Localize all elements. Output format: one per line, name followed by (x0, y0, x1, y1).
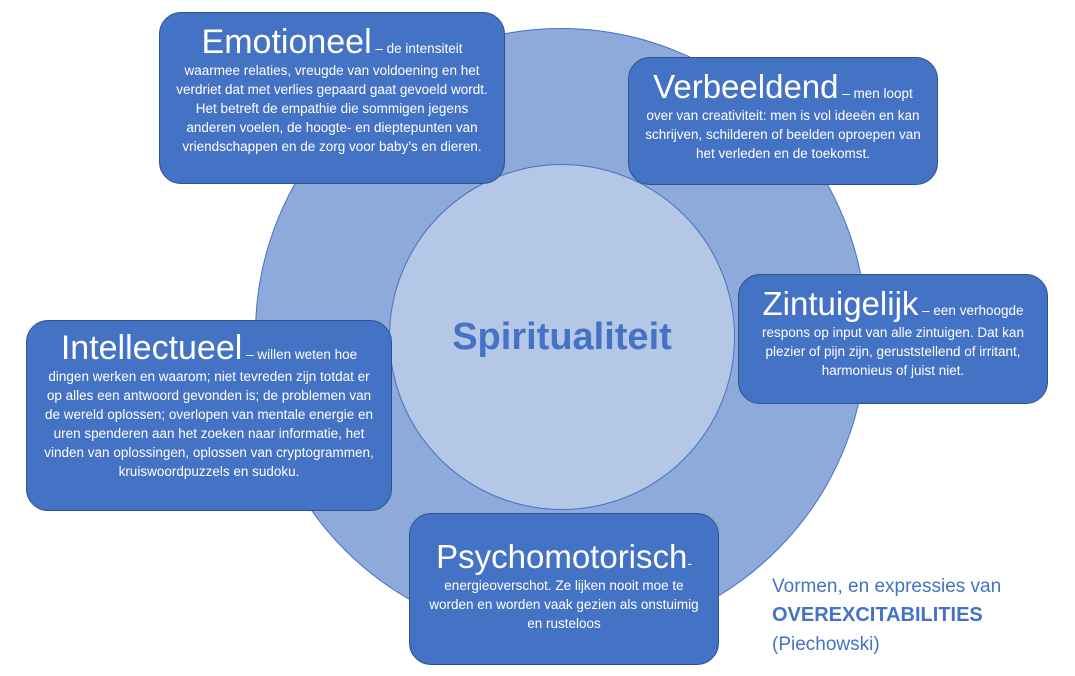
box-verbeeldend-title: Verbeeldend (653, 68, 839, 105)
box-verbeeldend-text: – men loopt over van creativiteit: men i… (645, 86, 921, 161)
caption-line1: Vormen, en expressies van (772, 576, 1002, 597)
caption: Vormen, en expressies van OVEREXCITABILI… (772, 572, 1062, 659)
box-zintuigelijk-text: – een verhoogde respons op input van all… (762, 303, 1024, 378)
box-psychomotorisch-text: - energieoverschot. Ze lijken nooit moe … (429, 556, 699, 631)
box-verbeeldend: Verbeeldend – men loopt over van creativ… (628, 57, 938, 185)
box-zintuigelijk-title: Zintuigelijk (762, 285, 919, 322)
box-psychomotorisch-title: Psychomotorisch (436, 538, 688, 575)
box-emotioneel: Emotioneel – de intensiteit waarmee rela… (159, 12, 505, 184)
box-intellectueel-text: – willen weten hoe dingen werken en waar… (44, 347, 374, 479)
box-emotioneel-text: – de intensiteit waarmee relaties, vreug… (176, 41, 488, 154)
inner-circle (389, 164, 735, 510)
box-zintuigelijk: Zintuigelijk – een verhoogde respons op … (738, 274, 1048, 404)
box-emotioneel-title: Emotioneel (201, 23, 372, 61)
center-label: Spiritualiteit (452, 315, 672, 358)
box-intellectueel-title: Intellectueel (60, 329, 243, 367)
caption-line3: (Piechowski) (772, 634, 880, 655)
box-intellectueel: Intellectueel – willen weten hoe dingen … (26, 320, 392, 511)
caption-line2: OVEREXCITABILITIES (772, 604, 983, 626)
box-psychomotorisch: Psychomotorisch- energieoverschot. Ze li… (409, 513, 719, 665)
